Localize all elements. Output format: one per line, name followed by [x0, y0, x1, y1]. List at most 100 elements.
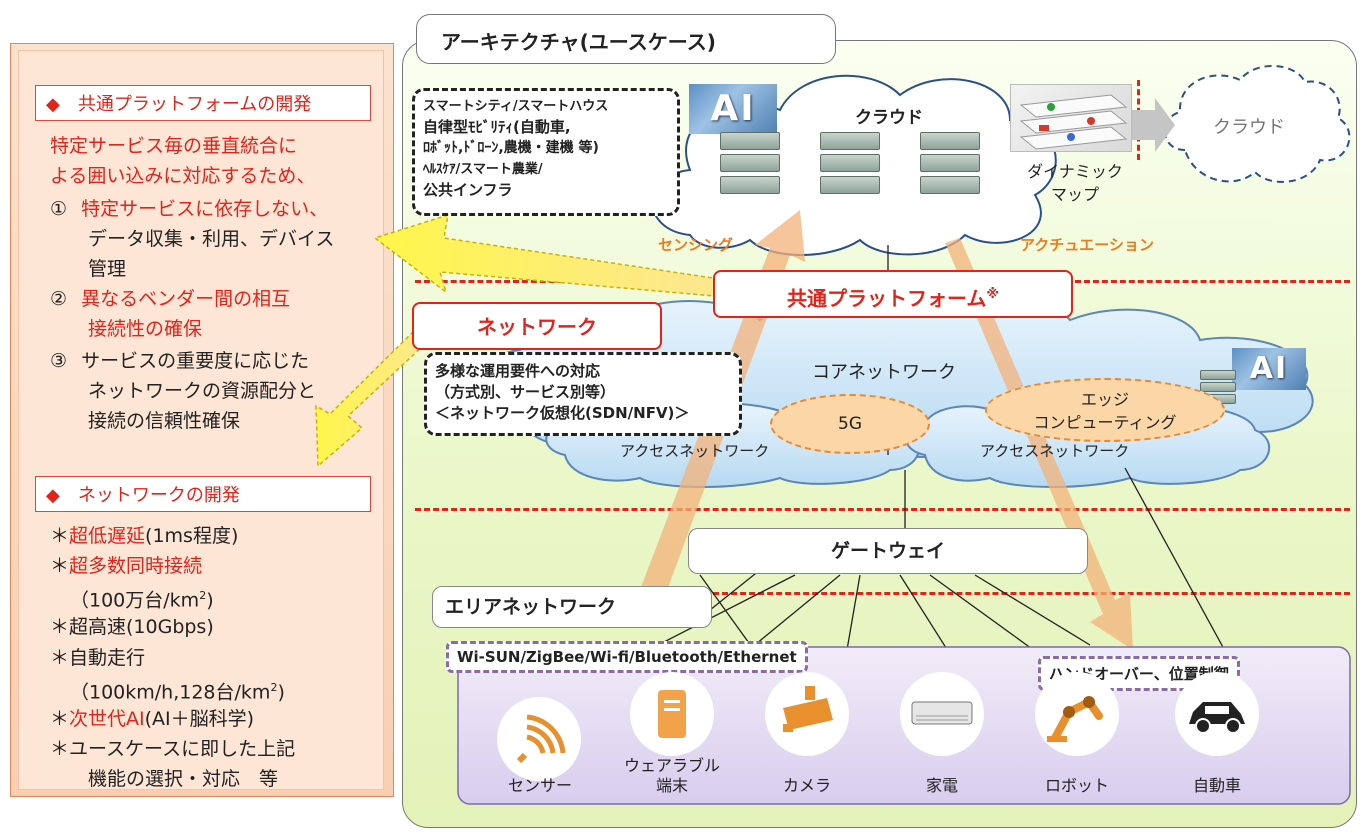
star: ＊: [50, 525, 70, 547]
wearable-icon: [658, 690, 686, 738]
access-network-label-right: アクセスネットワーク: [980, 442, 1130, 460]
wearable-icon-circle: [630, 672, 714, 756]
ops-line: ＜ネットワーク仮想化(SDN/NFV)＞: [435, 404, 690, 422]
protocols-box: Wi-SUN/ZigBee/Wi-fi/Bluetooth/Ethernet: [446, 641, 808, 673]
item2-num: ②: [50, 288, 68, 310]
use-case-line: 自律型ﾓﾋﾞﾘﾃｨ(自動車,: [423, 118, 571, 136]
low-latency-value: (1ms程度): [145, 525, 239, 547]
server-icon: [820, 154, 880, 172]
gateway-box: ゲートウェイ: [688, 528, 1088, 574]
item1: ① 特定サービスに依存しない、: [50, 194, 328, 224]
item2-red-line1: 異なるベンダー間の相互: [81, 288, 291, 310]
next-gen-ai: 次世代AI: [69, 708, 145, 730]
architecture-title: アーキテクチャ(ユースケース): [416, 14, 836, 64]
bullet-high-speed: ＊超高速(10Gbps): [50, 616, 214, 638]
intro-line1: 特定サービス毎の垂直統合に: [50, 135, 298, 157]
server-icon: [920, 154, 980, 172]
cloud2-label: クラウド: [1213, 117, 1285, 138]
server-icon: [920, 176, 980, 194]
ops-requirements-box: 多様な運用要件への対応 （方式別、サービス別等） ＜ネットワーク仮想化(SDN/…: [424, 352, 742, 436]
dynamic-map-layers-icon: [1019, 94, 1128, 150]
item1-line3: 管理: [88, 258, 127, 280]
sensor-icon: [516, 714, 566, 764]
use-case-line: 公共インフラ: [423, 181, 513, 199]
autonomous-value: （100km/h,128台/km2): [70, 673, 285, 707]
network-box: ネットワーク: [412, 302, 662, 350]
edge-computing-ellipse: エッジ コンピューティング: [985, 378, 1225, 442]
server-icon: [1200, 370, 1236, 380]
device-label-wearable: ウェアラブル 端末: [623, 756, 720, 795]
use-case-line: ﾍﾙｽｹｱ/スマート農業/: [423, 162, 543, 177]
item3: ③ サービスの重要度に応じた: [50, 346, 309, 376]
robot-arm-icon: [1047, 696, 1103, 742]
car-icon-circle: [1175, 672, 1259, 756]
server-icon: [820, 176, 880, 194]
common-platform-label: 共通プラットフォーム: [786, 286, 987, 311]
massive-connection-value: （100万台/km2): [70, 581, 214, 615]
value-close: ): [206, 589, 214, 612]
server-icon: [920, 132, 980, 150]
camera-icon-circle: [765, 672, 849, 756]
common-platform-box: 共通プラットフォーム※: [713, 270, 1073, 318]
value-text: （100万台/km: [70, 589, 200, 612]
fiveg-ellipse: 5G: [770, 394, 930, 454]
ops-line: 多様な運用要件への対応: [435, 362, 601, 380]
superscript: 2: [270, 681, 278, 694]
ops-line: （方式別、サービス別等）: [435, 383, 616, 401]
next-gen-ai-detail: (AI＋脳科学): [144, 708, 255, 730]
robot-icon-circle: [1035, 672, 1119, 756]
common-platform-note: ※: [986, 287, 1000, 302]
dynamic-map-image: [1010, 84, 1132, 152]
use-case-line: スマートシティ/スマートハウス: [423, 99, 609, 114]
sensing-label: センシング: [658, 236, 734, 254]
device-label-appliance: 家電: [925, 776, 958, 795]
separator-line: [1075, 280, 1350, 283]
star: ＊: [50, 708, 70, 730]
platform-dev-heading: ◆ 共通プラットフォームの開発: [35, 85, 371, 121]
bullet-use-case-line2: 機能の選択・対応 等: [88, 768, 279, 790]
separator-line: [415, 508, 1350, 511]
device-label-sensor: センサー: [507, 776, 572, 795]
item3-line1: サービスの重要度に応じた: [81, 350, 310, 372]
cloud2-shape: [1163, 65, 1351, 183]
server-icon: [720, 176, 780, 194]
bullet-low-latency: ＊超低遅延(1ms程度): [50, 521, 238, 551]
bullet-autonomous: ＊自動走行: [50, 647, 146, 669]
item2-red-line2: 接続性の確保: [88, 318, 203, 340]
appliance-icon-circle: [900, 672, 984, 756]
item1-red: 特定サービスに依存しない、: [81, 198, 329, 220]
network-dev-heading: ◆ ネットワークの開発: [35, 476, 371, 512]
item3-line3: 接続の信頼性確保: [88, 410, 241, 432]
value-close: ): [277, 681, 285, 704]
server-icon: [820, 132, 880, 150]
item1-num: ①: [50, 198, 68, 220]
star: ＊: [50, 555, 70, 577]
item3-num: ③: [50, 350, 68, 372]
ai-cloud-badge: AI: [689, 84, 777, 134]
ai-edge-badge: AI: [1232, 348, 1306, 390]
server-rack-group: [720, 132, 990, 212]
use-case-box: スマートシティ/スマートハウス 自律型ﾓﾋﾞﾘﾃｨ(自動車, ﾛﾎﾞｯﾄ,ﾄﾞﾛ…: [412, 88, 680, 216]
dynamic-map-label: ダイナミック マップ: [1027, 162, 1123, 204]
item3-line2: ネットワークの資源配分と: [88, 380, 317, 402]
bullet-use-case-line1: ＊ユースケースに即した上記: [50, 738, 296, 760]
network-pointer-arrow: [315, 324, 442, 468]
device-label-camera: カメラ: [782, 776, 831, 795]
air-conditioner-icon: [911, 701, 973, 725]
actuation-label: アクチュエーション: [1020, 236, 1154, 254]
area-network-box: エリアネットワーク: [432, 586, 712, 628]
car-icon: [1189, 702, 1245, 734]
item1-line2: データ収集・利用、デバイス: [88, 228, 335, 250]
massive-connection: 超多数同時接続: [69, 555, 203, 577]
server-icon: [720, 132, 780, 150]
platform-pointer-arrow: [373, 213, 761, 301]
device-label-car: 自動車: [1192, 776, 1241, 795]
superscript: 2: [199, 589, 207, 602]
bullet-next-gen-ai: ＊次世代AI(AI＋脳科学): [50, 704, 254, 734]
camera-icon: [783, 686, 833, 732]
item2: ② 異なるベンダー間の相互: [50, 284, 290, 314]
server-icon: [720, 154, 780, 172]
server-icon: [1200, 382, 1236, 392]
core-network-label: コアネットワーク: [812, 362, 956, 383]
intro-line2: よる囲い込みに対応するため、: [50, 165, 316, 187]
